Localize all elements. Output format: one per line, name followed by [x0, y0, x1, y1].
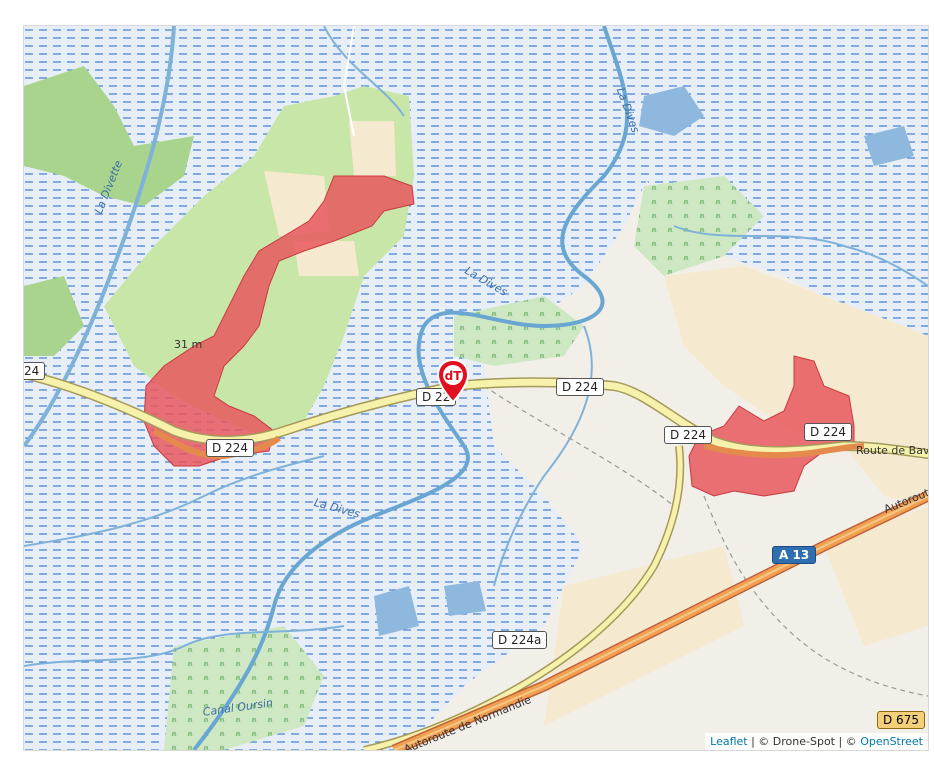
pond-3	[444, 581, 486, 616]
woodland-top-left	[24, 66, 194, 206]
motorway-shield-a13: A 13	[772, 546, 817, 564]
route-de-bav-label: Route de Bav	[856, 444, 928, 457]
farmland-bottom-right	[824, 506, 928, 646]
stream-3	[24, 625, 345, 667]
river-la-dives	[192, 26, 630, 750]
woodland-left	[24, 276, 84, 356]
pond-1	[639, 86, 704, 136]
map-marker-icon: dT	[436, 358, 470, 404]
road-d224-highlight-east	[703, 443, 865, 459]
meadow-center	[454, 296, 584, 366]
marker-text: dT	[445, 369, 463, 383]
river-la-divette	[24, 26, 176, 448]
road-label-d675: D 675	[877, 711, 925, 729]
pond-2	[864, 126, 914, 166]
stream-4	[673, 225, 928, 287]
location-marker[interactable]: dT	[436, 358, 470, 404]
road-d224[interactable]	[24, 370, 928, 458]
meadow-bottom	[164, 626, 324, 750]
leaflet-link[interactable]: Leaflet	[710, 735, 748, 748]
motorway-a13-centerline	[393, 495, 928, 750]
road-label-d224-far-east: D 224	[804, 423, 852, 441]
stream-2	[24, 455, 325, 547]
road-label-d224-center: D 22	[416, 388, 457, 406]
road-label-d224-edge: 24	[24, 362, 46, 380]
stream-5	[493, 325, 593, 587]
road-label-d224-east: D 224	[664, 426, 712, 444]
map-container[interactable]: 24 D 224 D 22 D 224 D 224 D 224 D 224a A…	[24, 26, 928, 750]
map-attribution: Leaflet | © Drone-Spot | © OpenStreet	[705, 733, 928, 750]
restricted-zone-east[interactable]	[688, 355, 855, 497]
marsh-area-left	[24, 26, 674, 750]
path-1	[342, 26, 355, 137]
farmland-patch-2	[349, 121, 396, 176]
pond-4	[374, 586, 419, 636]
path-2	[483, 385, 675, 507]
road-label-d224-center-right: D 224	[556, 378, 604, 396]
road-label-d224-west: D 224	[206, 439, 254, 457]
meadow-right	[634, 176, 764, 276]
farmland-patch-3	[294, 241, 359, 276]
map-canvas[interactable]	[24, 26, 928, 750]
attribution-separator: | © Drone-Spot | ©	[747, 735, 861, 748]
marsh-area-top-right	[624, 26, 928, 356]
elevation-label: 31 m	[174, 338, 203, 351]
openstreetmap-link[interactable]: OpenStreet	[860, 735, 923, 748]
stream-1	[323, 26, 405, 117]
path-3	[703, 495, 928, 697]
road-label-d224a: D 224a	[492, 631, 548, 649]
